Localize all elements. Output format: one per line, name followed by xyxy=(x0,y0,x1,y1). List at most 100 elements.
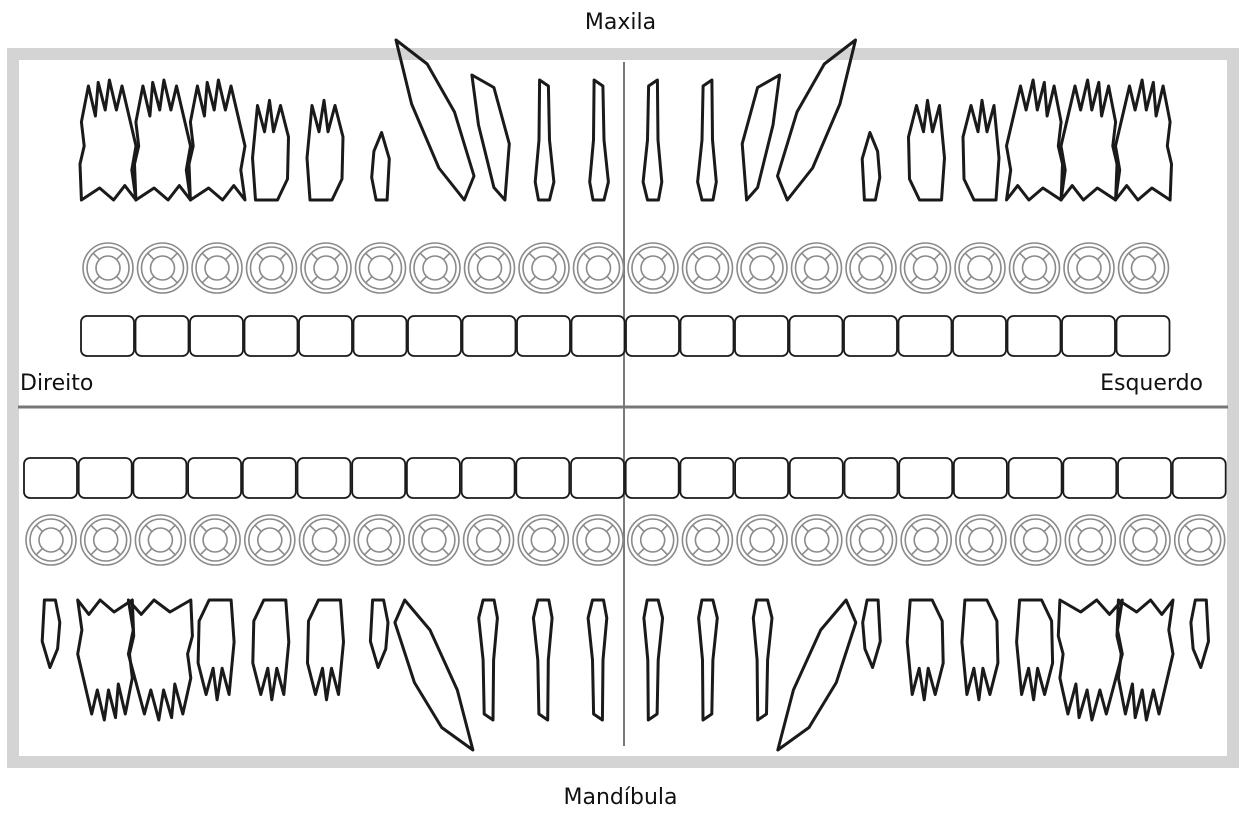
upper-status-box[interactable] xyxy=(626,316,679,356)
upper-tooth-incisor-outline[interactable] xyxy=(535,80,554,200)
upper-tooth-premolar-outline[interactable] xyxy=(909,100,945,200)
upper-status-box[interactable] xyxy=(463,316,516,356)
lower-surface-ring[interactable] xyxy=(682,515,732,565)
lower-surface-ring[interactable] xyxy=(300,515,350,565)
upper-status-box[interactable] xyxy=(354,316,407,356)
upper-surface-ring[interactable] xyxy=(192,243,242,293)
upper-tooth-molar-outline[interactable] xyxy=(1116,80,1172,200)
upper-status-box[interactable] xyxy=(1062,316,1115,356)
lower-status-box[interactable] xyxy=(352,458,405,498)
upper-surface-ring[interactable] xyxy=(1010,243,1060,293)
upper-surface-ring[interactable] xyxy=(138,243,188,293)
upper-status-box[interactable] xyxy=(517,316,570,356)
lower-tooth-incisor-outline[interactable] xyxy=(533,600,552,720)
upper-tooth-molar-outline[interactable] xyxy=(1061,80,1117,200)
lower-status-box[interactable] xyxy=(626,458,679,498)
upper-status-box[interactable] xyxy=(299,316,352,356)
upper-tooth-canine-outline[interactable] xyxy=(778,40,856,200)
upper-status-box[interactable] xyxy=(81,316,134,356)
lower-tooth-molar-outline[interactable] xyxy=(1117,600,1173,720)
lower-status-box[interactable] xyxy=(1118,458,1171,498)
lower-tooth-incisor-outline[interactable] xyxy=(588,600,607,720)
upper-status-box[interactable] xyxy=(190,316,243,356)
lower-tooth-premolar-outline[interactable] xyxy=(198,600,234,700)
lower-status-box[interactable] xyxy=(899,458,952,498)
upper-status-box[interactable] xyxy=(681,316,734,356)
lower-status-box[interactable] xyxy=(735,458,788,498)
lower-tooth-root-outline[interactable] xyxy=(863,600,881,668)
lower-tooth-premolar-outline[interactable] xyxy=(253,600,289,700)
lower-tooth-molar-outline[interactable] xyxy=(78,600,134,720)
lower-status-box[interactable] xyxy=(298,458,351,498)
upper-tooth-premolar-outline[interactable] xyxy=(963,100,999,200)
upper-surface-ring[interactable] xyxy=(846,243,896,293)
upper-status-box[interactable] xyxy=(572,316,625,356)
lower-tooth-root-outline[interactable] xyxy=(1191,600,1209,668)
upper-surface-ring[interactable] xyxy=(519,243,569,293)
upper-tooth-molar-outline[interactable] xyxy=(1007,80,1063,200)
lower-surface-ring[interactable] xyxy=(81,515,131,565)
lower-status-box[interactable] xyxy=(24,458,77,498)
upper-surface-ring[interactable] xyxy=(901,243,951,293)
upper-tooth-molar-outline[interactable] xyxy=(135,80,191,200)
lower-status-box[interactable] xyxy=(133,458,186,498)
lower-tooth-premolar-outline[interactable] xyxy=(962,600,998,700)
lower-tooth-incisor-outline[interactable] xyxy=(644,600,663,720)
lower-status-box[interactable] xyxy=(1009,458,1062,498)
lower-status-box[interactable] xyxy=(571,458,624,498)
lower-status-box[interactable] xyxy=(243,458,296,498)
upper-tooth-molar-outline[interactable] xyxy=(80,80,136,200)
lower-status-box[interactable] xyxy=(1063,458,1116,498)
lower-surface-ring[interactable] xyxy=(847,515,897,565)
lower-surface-ring[interactable] xyxy=(1175,515,1225,565)
upper-surface-ring[interactable] xyxy=(465,243,515,293)
upper-status-box[interactable] xyxy=(245,316,298,356)
upper-tooth-root-outline[interactable] xyxy=(862,133,880,201)
lower-status-box[interactable] xyxy=(680,458,733,498)
lower-status-box[interactable] xyxy=(407,458,460,498)
lower-surface-ring[interactable] xyxy=(26,515,76,565)
lower-tooth-molar_large-outline[interactable] xyxy=(1058,600,1122,720)
lower-surface-ring[interactable] xyxy=(354,515,404,565)
upper-surface-ring[interactable] xyxy=(301,243,351,293)
lower-surface-ring[interactable] xyxy=(901,515,951,565)
lower-surface-ring[interactable] xyxy=(737,515,787,565)
lower-status-box[interactable] xyxy=(845,458,898,498)
lower-status-box[interactable] xyxy=(79,458,132,498)
lower-status-box[interactable] xyxy=(1173,458,1226,498)
upper-surface-ring[interactable] xyxy=(628,243,678,293)
upper-tooth-premolar-outline[interactable] xyxy=(307,100,343,200)
lower-tooth-root-outline[interactable] xyxy=(42,600,60,668)
upper-surface-ring[interactable] xyxy=(356,243,406,293)
lower-tooth-premolar-outline[interactable] xyxy=(1017,600,1053,700)
lower-surface-ring[interactable] xyxy=(518,515,568,565)
upper-tooth-incisor_lateral-outline[interactable] xyxy=(742,75,779,200)
upper-surface-ring[interactable] xyxy=(683,243,733,293)
lower-surface-ring[interactable] xyxy=(573,515,623,565)
lower-surface-ring[interactable] xyxy=(245,515,295,565)
lower-tooth-molar_large-outline[interactable] xyxy=(128,600,192,720)
lower-status-box[interactable] xyxy=(462,458,515,498)
lower-status-box[interactable] xyxy=(954,458,1007,498)
upper-status-box[interactable] xyxy=(1117,316,1170,356)
lower-surface-ring[interactable] xyxy=(1120,515,1170,565)
lower-tooth-premolar-outline[interactable] xyxy=(308,600,344,700)
lower-tooth-premolar-outline[interactable] xyxy=(907,600,943,700)
lower-status-box[interactable] xyxy=(516,458,569,498)
lower-tooth-incisor-outline[interactable] xyxy=(699,600,718,720)
lower-surface-ring[interactable] xyxy=(409,515,459,565)
upper-tooth-canine-outline[interactable] xyxy=(396,40,474,200)
upper-status-box[interactable] xyxy=(1008,316,1061,356)
upper-status-box[interactable] xyxy=(735,316,788,356)
lower-surface-ring[interactable] xyxy=(464,515,514,565)
lower-status-box[interactable] xyxy=(188,458,241,498)
lower-surface-ring[interactable] xyxy=(190,515,240,565)
upper-surface-ring[interactable] xyxy=(574,243,624,293)
upper-tooth-root-outline[interactable] xyxy=(372,133,390,201)
lower-tooth-canine-outline[interactable] xyxy=(395,600,473,750)
lower-surface-ring[interactable] xyxy=(956,515,1006,565)
upper-tooth-incisor-outline[interactable] xyxy=(698,80,717,200)
upper-surface-ring[interactable] xyxy=(792,243,842,293)
upper-status-box[interactable] xyxy=(136,316,189,356)
lower-tooth-canine-outline[interactable] xyxy=(778,600,856,750)
